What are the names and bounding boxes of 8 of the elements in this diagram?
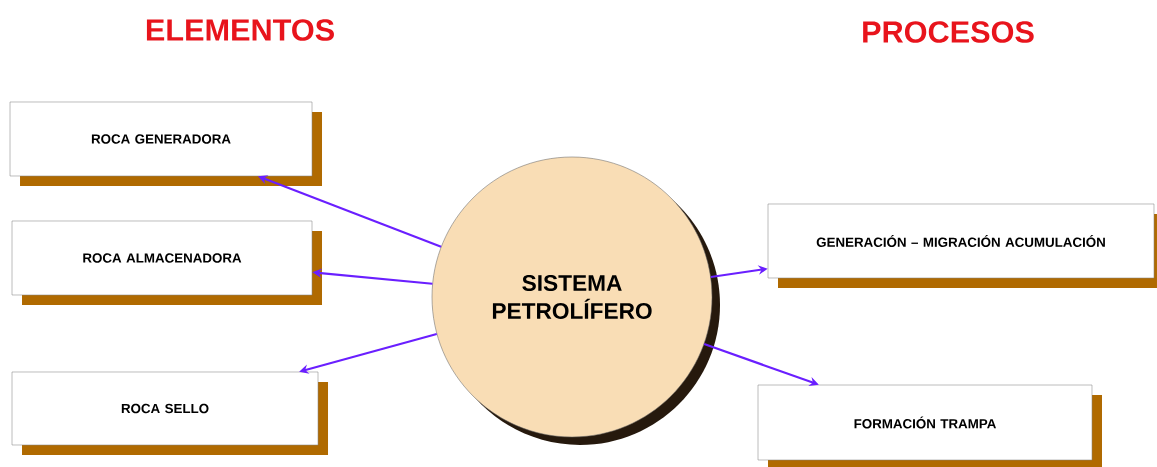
heading: PROCESOS [863,21,1034,43]
text-box: ROCA SELLO [11,371,328,455]
circle-node: SISTEMA PETROLÍFERO [431,156,720,445]
text-box: ROCA ALMACENADORA [11,220,322,305]
text-box: GENERACIÓN – MIGRACIÓN ACUMULACIÓN [767,203,1157,288]
heading: ELEMENTOS [146,19,334,41]
text-box: FORMACIÓN TRAMPA [757,384,1102,467]
text-box: ROCA GENERADORA [9,101,322,186]
